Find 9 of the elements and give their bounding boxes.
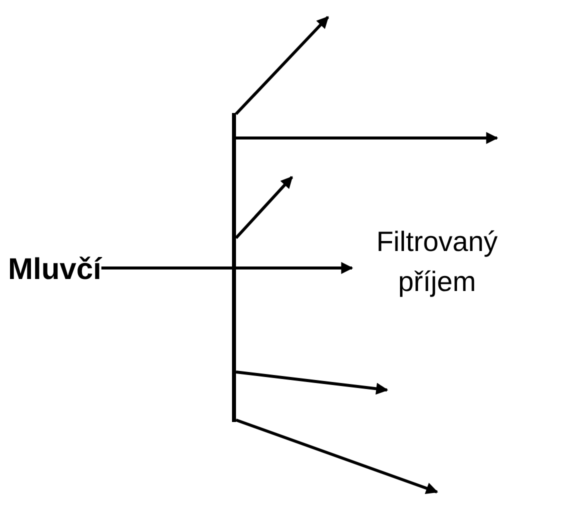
arrow [236, 418, 438, 494]
arrow [234, 16, 330, 116]
arrow [236, 262, 354, 274]
arrow [236, 370, 388, 395]
speaker-label: Mluvčí [8, 250, 102, 290]
arrow [234, 176, 294, 240]
connector-line [101, 266, 232, 270]
arrow [236, 132, 498, 144]
output-label: Filtrovaný příjem [375, 225, 499, 299]
